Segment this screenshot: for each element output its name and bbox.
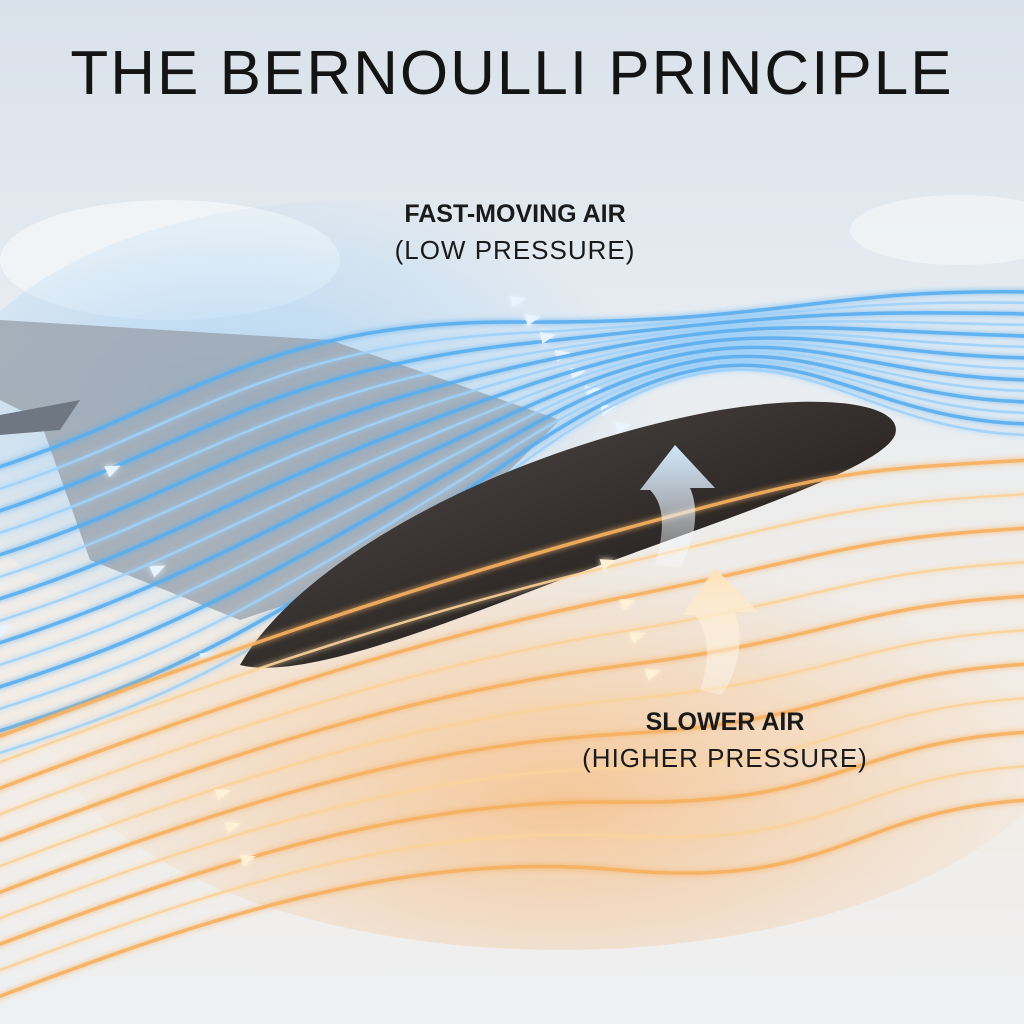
flow-arrowhead-icon bbox=[104, 465, 121, 478]
slow-airflow-streamlines bbox=[0, 458, 1024, 999]
flow-arrowhead-icon bbox=[599, 559, 616, 571]
fast-streamline bbox=[0, 311, 1024, 513]
fast-streamline bbox=[0, 363, 1024, 733]
fast-streamline bbox=[0, 301, 1024, 491]
flow-arrowhead-icon bbox=[509, 296, 526, 308]
slow-streamline bbox=[0, 697, 1024, 920]
flow-arrowhead-icon bbox=[214, 789, 231, 801]
fast-streamline bbox=[0, 350, 1024, 667]
lift-arrow-lower bbox=[683, 568, 758, 695]
fast-streamline bbox=[0, 289, 1024, 469]
slow-streamline bbox=[0, 594, 1024, 843]
slow-streamline bbox=[0, 798, 1024, 999]
slow-streamline bbox=[0, 730, 1024, 947]
flow-arrowhead-icon bbox=[539, 332, 556, 344]
fast-streamline bbox=[0, 368, 1024, 755]
slow-streamline bbox=[0, 458, 1024, 739]
slow-air-subtitle: (HIGHER PRESSURE) bbox=[582, 743, 868, 773]
cloud bbox=[850, 195, 1024, 265]
slow-air-heading: SLOWER AIR bbox=[645, 708, 805, 736]
fast-air-label: FAST-MOVING AIR (LOW PRESSURE) bbox=[330, 200, 700, 266]
slow-streamline bbox=[0, 526, 1024, 791]
title-suffix: PRINCIPLE bbox=[589, 39, 954, 108]
flow-arrowhead-icon bbox=[614, 422, 631, 434]
fast-streamline bbox=[0, 345, 1024, 645]
fast-air-heading: FAST-MOVING AIR bbox=[404, 200, 626, 228]
fast-air-subtitle: (LOW PRESSURE) bbox=[394, 235, 636, 265]
fast-airflow-streamlines bbox=[0, 289, 1024, 755]
fast-streamline bbox=[0, 341, 1024, 623]
fast-streamline bbox=[0, 331, 1024, 579]
lift-arrow-upper bbox=[640, 445, 715, 568]
title-prefix: THE bbox=[70, 39, 220, 108]
fast-streamline bbox=[0, 354, 1024, 689]
title-emphasis: BERNOULLI bbox=[219, 39, 590, 108]
flow-arrowhead-icon bbox=[629, 632, 646, 644]
fast-streamline bbox=[0, 325, 1024, 557]
page-title: THE BERNOULLI PRINCIPLE bbox=[0, 38, 1024, 109]
flow-arrowhead-icon bbox=[524, 314, 541, 326]
flow-arrowhead-icon bbox=[0, 625, 11, 638]
fast-streamline bbox=[0, 359, 1024, 711]
flow-arrowhead-icon bbox=[149, 565, 166, 578]
slow-streamline bbox=[0, 629, 1024, 868]
flow-arrowhead-icon bbox=[239, 855, 256, 867]
wing-tip bbox=[0, 400, 80, 435]
fast-streamline bbox=[0, 320, 1024, 535]
flow-arrowhead-icon bbox=[644, 669, 661, 681]
slow-streamline bbox=[0, 765, 1024, 972]
slow-streamline bbox=[0, 561, 1024, 816]
slow-air-label: SLOWER AIR (HIGHER PRESSURE) bbox=[530, 708, 920, 774]
airfoil bbox=[240, 401, 896, 668]
slow-streamline bbox=[0, 493, 1024, 764]
flow-arrowhead-icon bbox=[619, 599, 636, 611]
slow-streamline bbox=[0, 662, 1024, 895]
flow-arrowhead-icon bbox=[224, 822, 241, 834]
fast-streamline bbox=[0, 336, 1024, 601]
